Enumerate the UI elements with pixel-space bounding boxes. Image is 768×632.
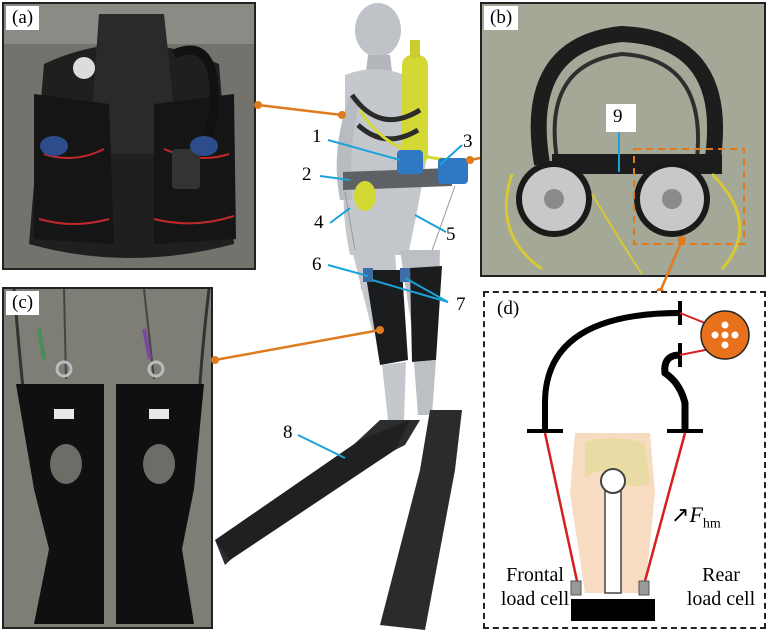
callout-number-8: 8 <box>283 422 293 443</box>
photo-panel-knee-braces: (c) <box>2 287 213 629</box>
rear-label-line2: load cell <box>686 588 756 610</box>
force-label: ↗Fhm <box>671 503 721 536</box>
callout-number-5: 5 <box>446 224 456 245</box>
rear-load-cell <box>638 580 650 596</box>
callout-number-6: 6 <box>312 254 322 275</box>
callout-number-3: 3 <box>463 131 473 152</box>
callout-line-7b <box>371 279 449 303</box>
frontal-load-cell-label: Frontal load cell <box>493 563 577 611</box>
panel-label-a: (a) <box>6 6 40 30</box>
frontal-arc <box>542 310 681 431</box>
callout-line-8 <box>297 434 346 459</box>
callout-number-9: 9 <box>613 106 623 127</box>
rear-load-cell-label: Rear load cell <box>677 563 764 611</box>
leader-dot-b <box>466 156 474 164</box>
callout-line-1 <box>327 139 401 161</box>
frontal-cable <box>543 432 579 582</box>
photo-panel-hip-module: (b) 9 <box>480 2 766 277</box>
pelvis-bone <box>585 438 650 487</box>
callout-number-7: 7 <box>456 294 466 315</box>
force-arrow-icon: ↗ <box>671 502 690 527</box>
callout-line-4 <box>329 207 351 224</box>
callout-line-3 <box>439 144 463 166</box>
frontal-label-line1: Frontal <box>506 564 564 586</box>
panel-label-c: (c) <box>6 291 40 315</box>
callout-line-7a <box>404 277 449 303</box>
rear-label-line1: Rear <box>702 564 740 586</box>
leader-line-b <box>469 156 481 162</box>
schematic-panel-load-cells: (d) Frontal load cell Rear load cell ↗Fh… <box>483 291 766 629</box>
knee-cuff-block <box>571 599 655 621</box>
callout-line-6 <box>327 264 369 277</box>
rear-hook <box>661 351 689 431</box>
frontal-label-line2: load cell <box>500 588 570 610</box>
femur-bone <box>604 482 622 594</box>
callout-number-2: 2 <box>302 164 312 185</box>
panel-label-b: (b) <box>484 6 519 30</box>
frontal-load-cell <box>570 580 582 596</box>
hip-module-illustration <box>482 4 764 275</box>
photo-panel-vest: (a) <box>2 2 256 270</box>
force-subscript: hm <box>702 516 721 532</box>
leader-line-c <box>214 328 381 362</box>
callout-line-5 <box>414 214 447 233</box>
force-symbol: F <box>689 502 703 527</box>
knee-brace-illustration <box>4 289 211 627</box>
hip-joint <box>600 468 626 494</box>
leader-line-a <box>257 103 343 117</box>
panel-label-d: (d) <box>491 297 526 321</box>
callout-number-4: 4 <box>314 212 324 233</box>
rear-cable <box>643 432 687 582</box>
schematic-drawing <box>527 301 750 621</box>
callout-line-2 <box>319 175 351 181</box>
vest-illustration <box>4 4 254 268</box>
callout-number-1: 1 <box>312 126 322 147</box>
